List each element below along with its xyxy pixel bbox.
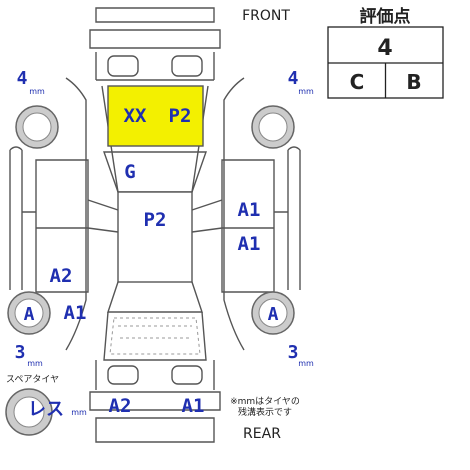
hood-code2: P2	[169, 105, 192, 127]
rear-left-tire	[7, 291, 51, 335]
rear-left-tire-grade: A	[24, 304, 35, 325]
rear-right-depth: 3	[288, 342, 299, 363]
rear-right-unit: mm	[298, 359, 314, 368]
right-front-door-code: A1	[238, 199, 261, 221]
rear-left-unit: mm	[27, 359, 43, 368]
windshield-code: G	[124, 161, 135, 183]
roof-code: P2	[144, 209, 167, 231]
score-interior: B	[406, 70, 421, 94]
score-exterior: C	[350, 70, 365, 94]
hood-panel	[107, 85, 204, 147]
rear-right-tire-grade: A	[268, 304, 279, 325]
right-rear-door-code: A1	[238, 233, 261, 255]
front-left-depth: 4	[17, 68, 28, 89]
tire-note-line2: 残溝表示です	[238, 406, 292, 418]
tire-note-line1: ※mmはタイヤの	[230, 396, 300, 407]
rear-bumper-left-code: A2	[109, 395, 132, 417]
score-title: 評価点	[360, 6, 411, 27]
spare-tire-status: レス	[28, 399, 64, 420]
rear-label: REAR	[243, 426, 281, 442]
front-label: FRONT	[242, 8, 290, 24]
score-overall: 4	[377, 36, 392, 61]
car-outline	[9, 7, 301, 443]
left-rear-quarter-code: A1	[64, 302, 87, 324]
front-right-tire	[251, 105, 295, 149]
front-right-depth: 4	[288, 68, 299, 89]
left-rear-door-code: A2	[50, 265, 73, 287]
score-table: 評価点 4 C B	[327, 6, 444, 99]
rear-right-tire	[251, 291, 295, 335]
spare-tire-label: スペアタイヤ	[6, 374, 59, 385]
spare-tire	[5, 388, 53, 436]
rear-left-depth: 3	[15, 342, 26, 363]
front-left-tire	[15, 105, 59, 149]
spare-tire-unit: mm	[71, 408, 87, 417]
hood-code1: XX	[124, 105, 147, 127]
front-left-unit: mm	[29, 87, 45, 96]
rear-bumper-right-code: A1	[182, 395, 205, 417]
front-right-unit: mm	[298, 87, 314, 96]
